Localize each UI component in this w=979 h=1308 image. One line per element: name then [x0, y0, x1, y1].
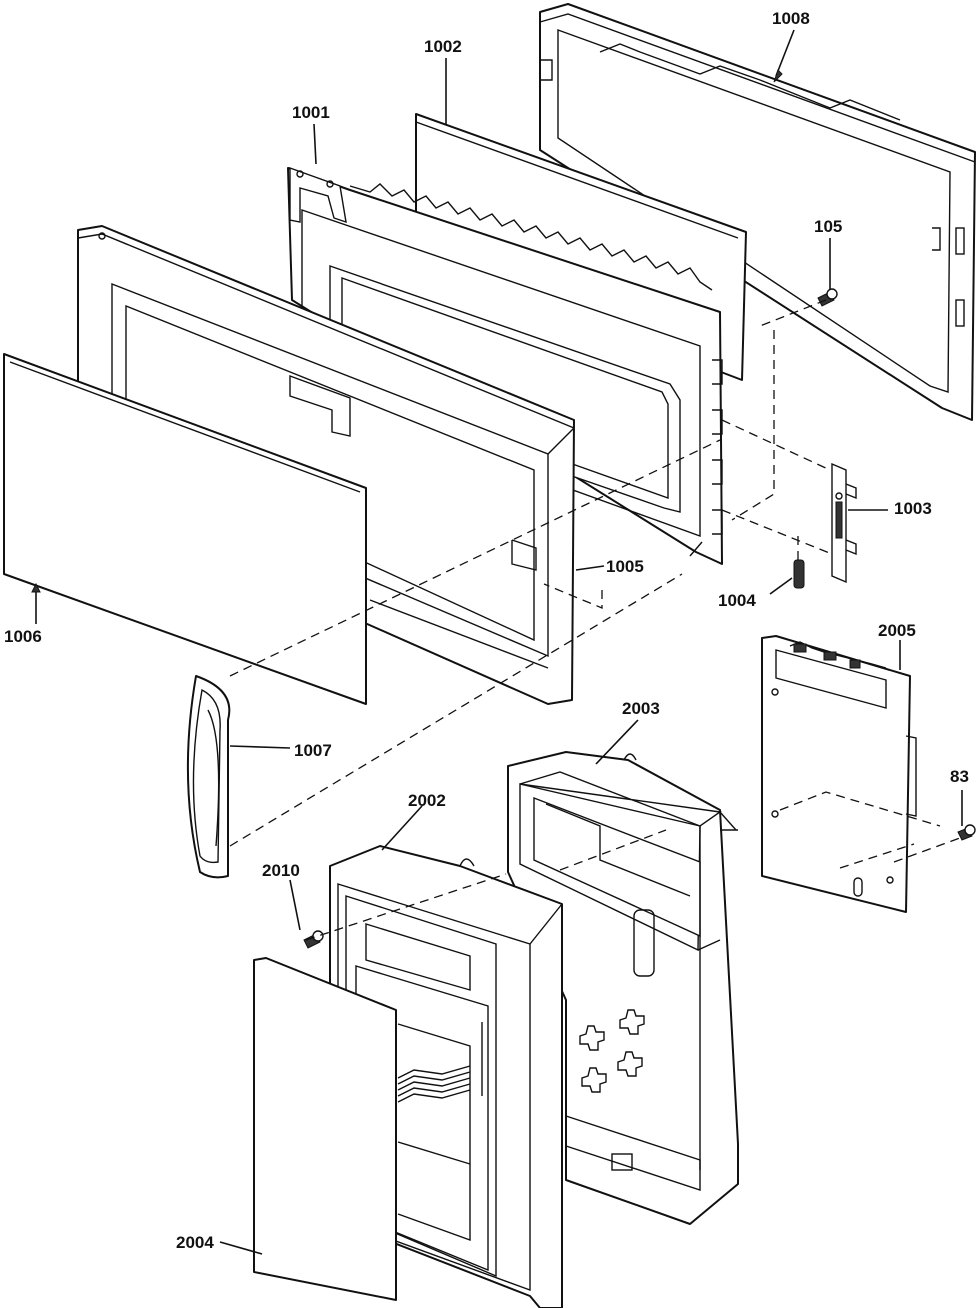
- label-1004: 1004: [718, 591, 756, 610]
- label-1007: 1007: [294, 741, 332, 760]
- label-1006: 1006: [4, 627, 42, 646]
- part-1003-latch: [831, 462, 857, 584]
- part-1006-outer-panel: [3, 353, 367, 705]
- label-1003: 1003: [894, 499, 932, 518]
- ribbon-cable: [397, 1065, 471, 1103]
- keypad-cutouts: [579, 1009, 645, 1093]
- part-1004-spring: [793, 559, 805, 589]
- callout-labels: 1008 1002 1001 105 1003 1004 1005 1006 1…: [4, 9, 969, 1252]
- label-1002: 1002: [424, 37, 462, 56]
- part-105-screw: [817, 288, 838, 307]
- label-83: 83: [950, 767, 969, 786]
- part-83-screw: [957, 824, 976, 841]
- label-1001: 1001: [292, 103, 330, 122]
- label-2005: 2005: [878, 621, 916, 640]
- part-2005-control-board: [761, 635, 917, 913]
- label-2003: 2003: [622, 699, 660, 718]
- label-2004: 2004: [176, 1233, 214, 1252]
- label-2002: 2002: [408, 791, 446, 810]
- part-1005-door-frame: [77, 225, 575, 705]
- part-1007-handle: [186, 675, 231, 879]
- assembly-dashed-lines: [229, 299, 961, 941]
- leader-lines: [31, 29, 963, 1255]
- part-2003-housing: [507, 751, 739, 1225]
- part-2010-screw: [303, 930, 324, 949]
- label-1008: 1008: [772, 9, 810, 28]
- part-2004-membrane-panel: [253, 957, 397, 1301]
- label-105: 105: [814, 217, 842, 236]
- label-2010: 2010: [262, 861, 300, 880]
- part-1008-door-frame: [539, 3, 976, 421]
- label-1005: 1005: [606, 557, 644, 576]
